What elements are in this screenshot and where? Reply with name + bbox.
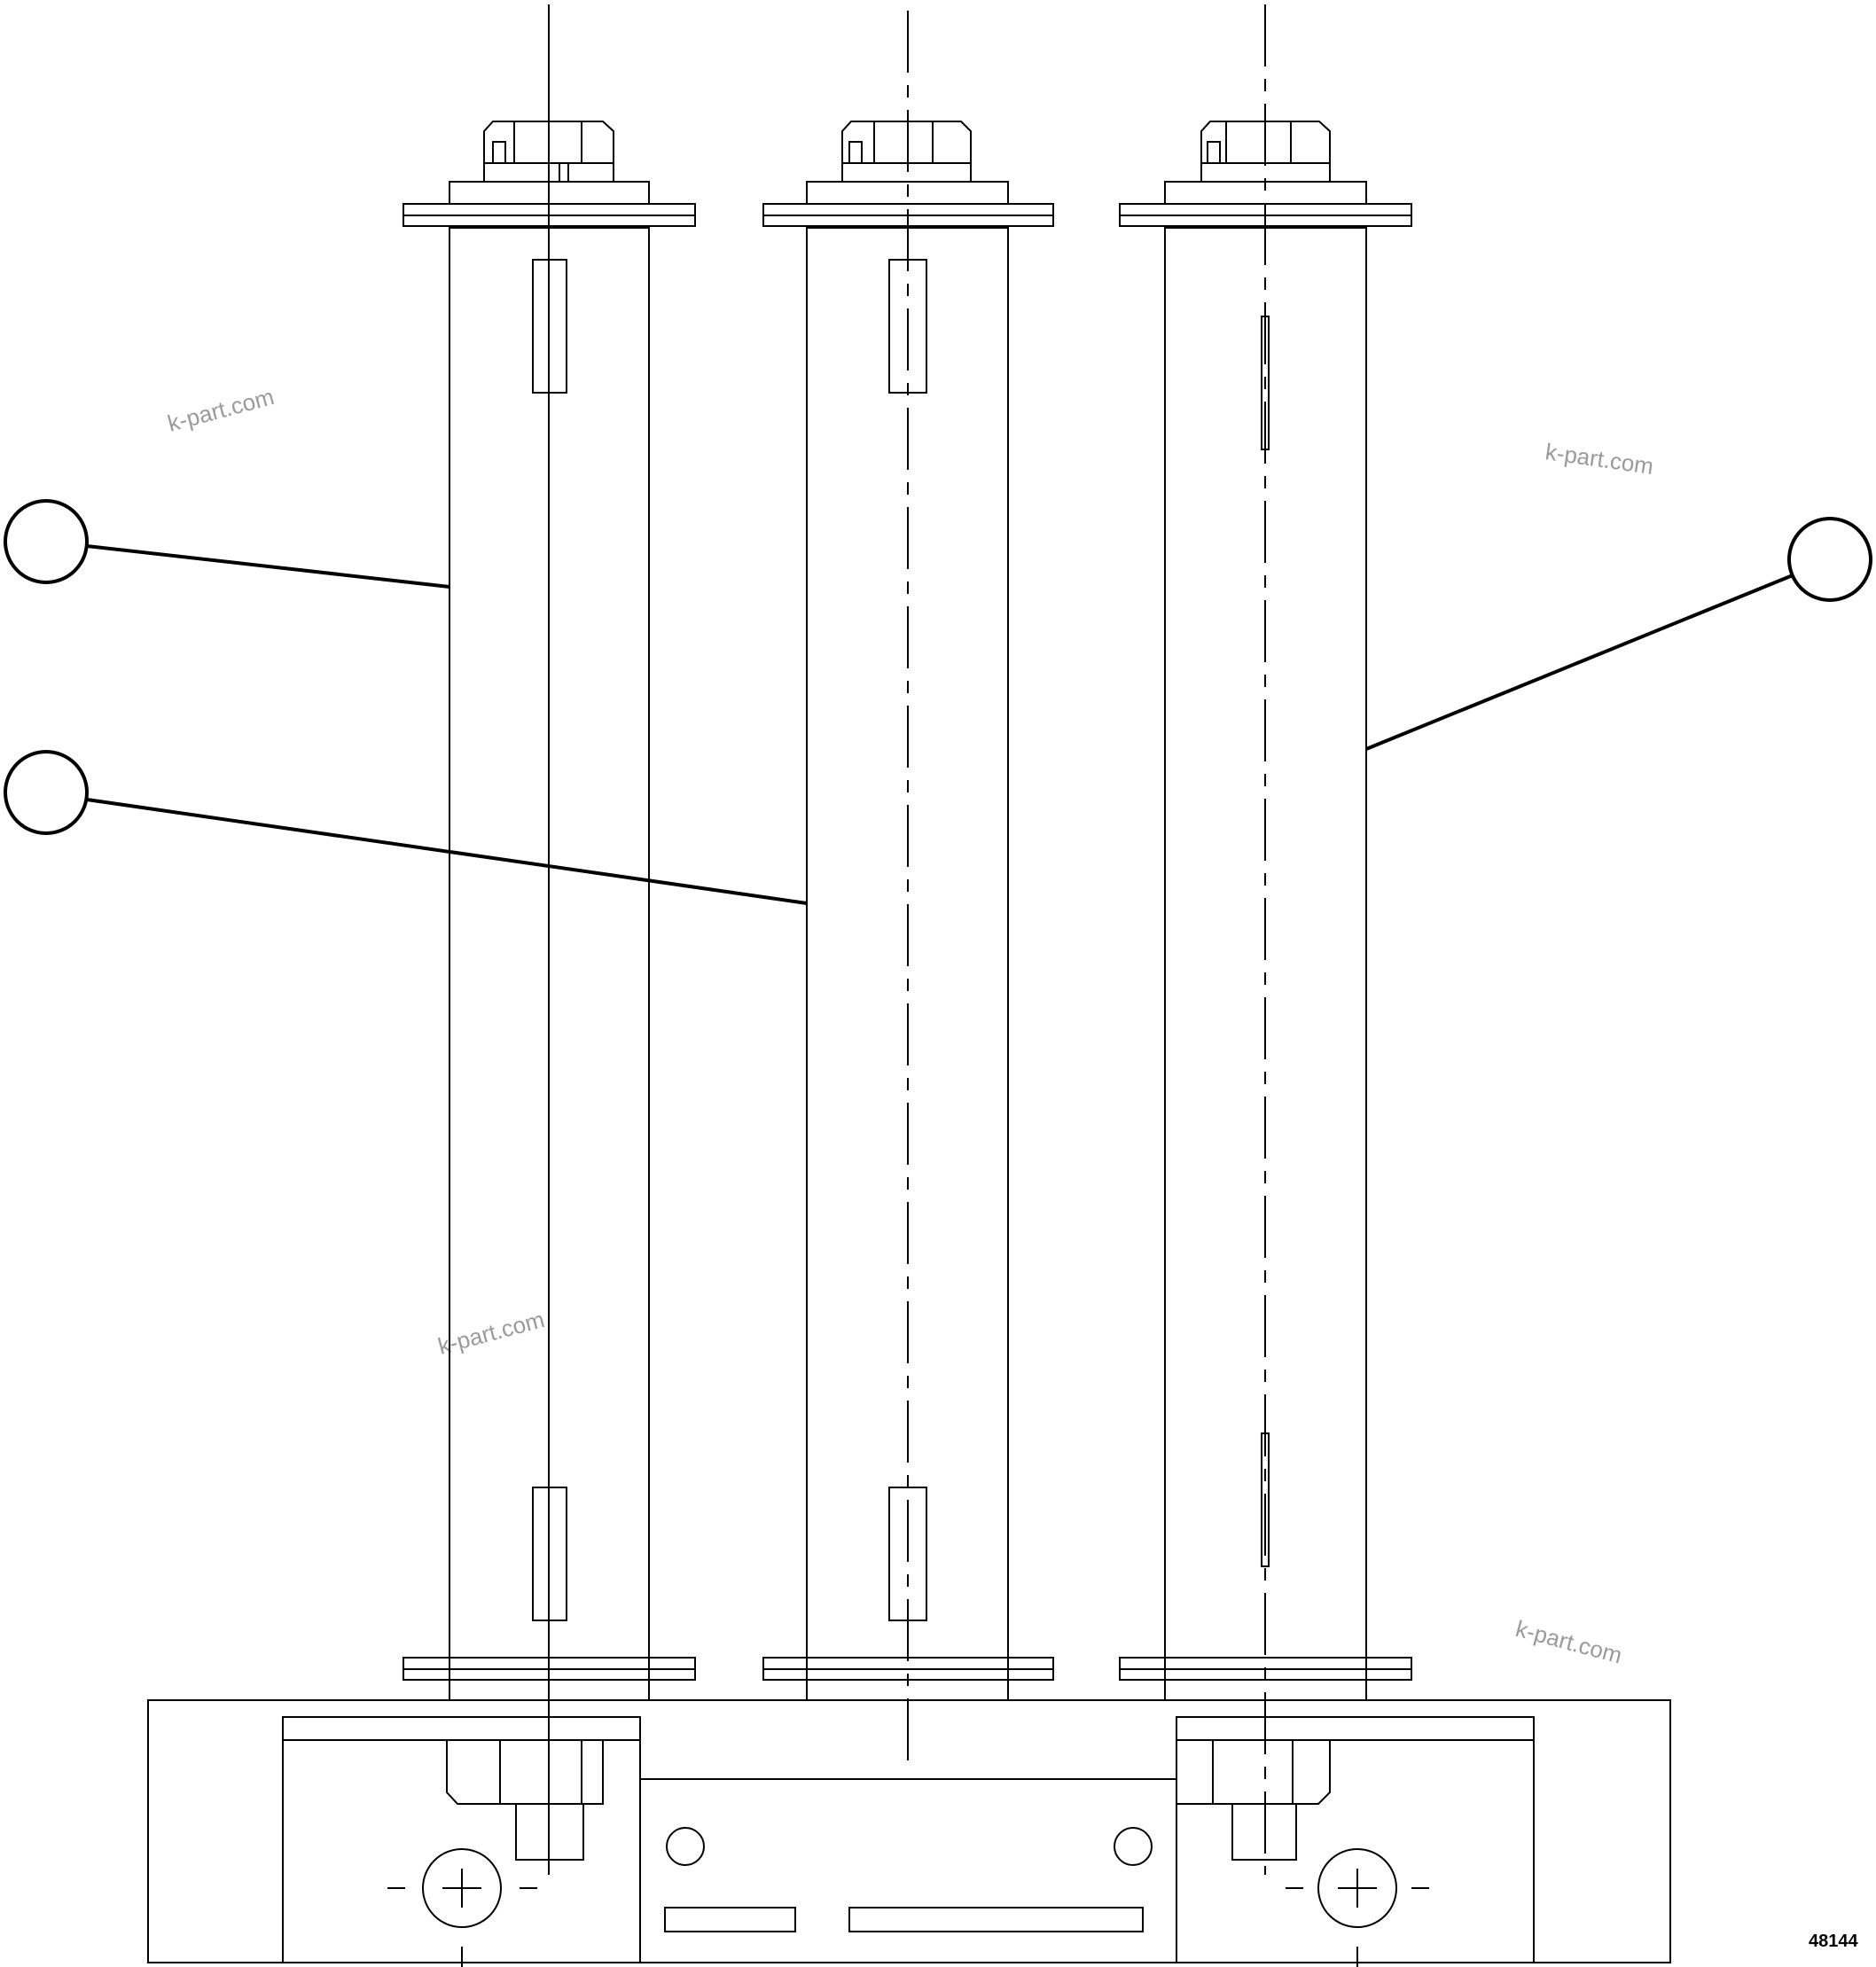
drawing-reference-number: 48144	[1809, 1932, 1858, 1951]
lower-slot	[888, 1487, 927, 1621]
mount-hole-left	[666, 1827, 705, 1866]
watermark-text: k-part.com	[165, 383, 277, 437]
left-bracket	[282, 1716, 641, 1963]
callout-bubble	[4, 499, 89, 584]
standoff-assembly-right	[1119, 4, 1412, 1875]
hex-nut-top	[483, 121, 614, 183]
mount-hole-right	[1114, 1827, 1153, 1866]
upper-slot	[888, 259, 927, 394]
watermark-text: k-part.com	[1513, 1615, 1624, 1669]
upper-slot	[532, 259, 567, 394]
callout-bubble	[4, 750, 89, 835]
standoff-assembly-middle	[762, 11, 1054, 1773]
right-bracket	[1176, 1716, 1535, 1963]
bottom-hex-nut-right	[1176, 1740, 1331, 1861]
upper-slot	[1261, 316, 1270, 450]
hex-nut-top	[841, 121, 972, 183]
standoff-assembly-left	[403, 4, 696, 1875]
mount-screw-left	[387, 1848, 537, 1967]
hex-nut-top	[1200, 121, 1331, 183]
lower-slot	[532, 1487, 567, 1621]
leader-line	[86, 544, 450, 589]
callout-1[interactable]	[4, 499, 450, 589]
bottom-hex-nut-left	[446, 1740, 604, 1861]
leader-line	[1365, 574, 1794, 751]
lower-slot	[1261, 1432, 1270, 1567]
callout-bubble	[1787, 517, 1872, 602]
watermark-text: k-part.com	[1544, 438, 1655, 480]
center-plate	[639, 1778, 1177, 1963]
base-plate	[147, 1699, 1671, 1967]
leader-line	[86, 798, 808, 905]
callout-3[interactable]	[1365, 517, 1872, 751]
slot-right	[848, 1907, 1144, 1932]
watermark-group: k-part.com k-part.com k-part.com k-part.…	[165, 383, 1655, 1669]
slot-left	[664, 1907, 796, 1932]
watermark-text: k-part.com	[435, 1306, 547, 1360]
mount-screw-right	[1286, 1848, 1429, 1967]
callout-2[interactable]	[4, 750, 808, 905]
